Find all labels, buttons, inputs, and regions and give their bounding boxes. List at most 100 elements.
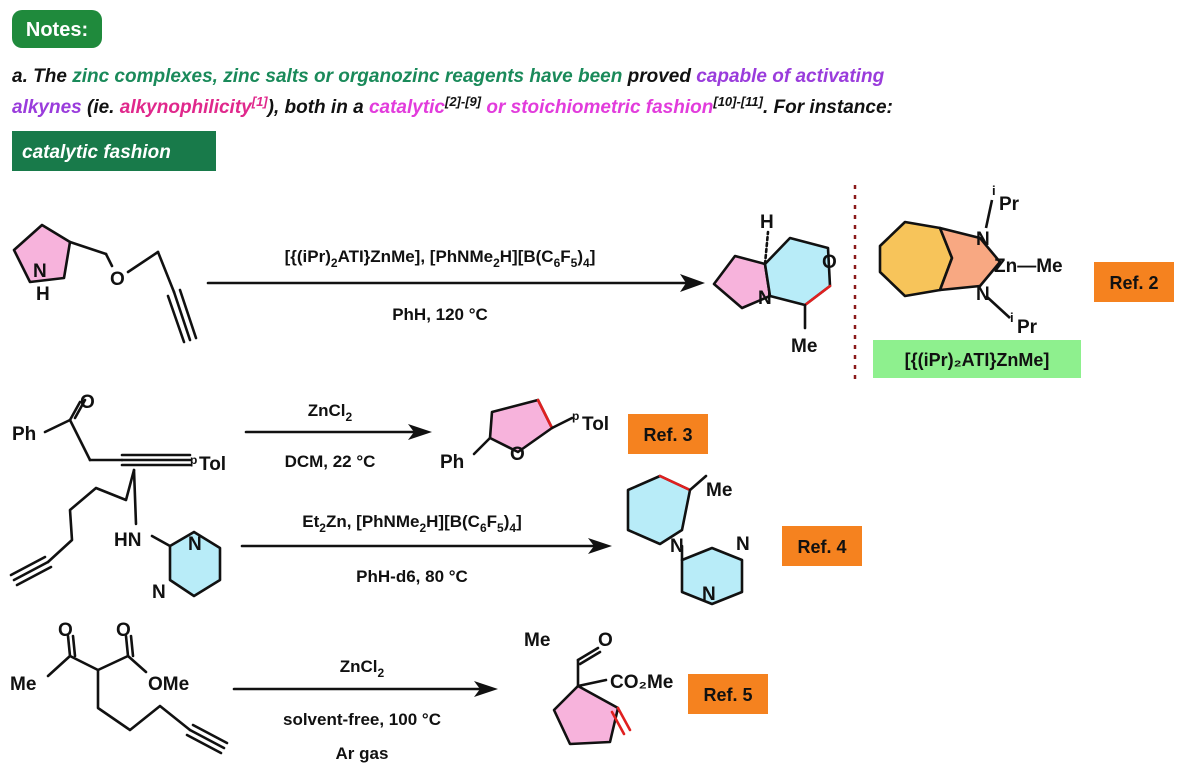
catalyst-ipr-top-bond: [984, 199, 994, 229]
sm2-o: O: [80, 392, 95, 413]
p3-me: Me: [706, 480, 732, 501]
sm4-alkyne-1: [188, 728, 226, 750]
sm3-alkyl-chain: [46, 468, 136, 564]
sm4-alkyne-2: [191, 723, 229, 745]
line1-segment: capable of activating: [696, 66, 884, 87]
p1-o: O: [822, 252, 837, 273]
r1-top-part: ): [577, 247, 583, 266]
reaction-3: [9, 468, 744, 606]
line2-segment: or stoichiometric fashion: [481, 97, 713, 118]
p4-o: O: [598, 630, 613, 651]
sm4-co-1-b: [71, 634, 77, 658]
r3-top-part: F: [487, 512, 497, 531]
line2-segment: [2]-[9]: [444, 94, 482, 109]
arrow-1-head: [680, 274, 705, 292]
ref-2-badge: [1094, 262, 1174, 302]
notes-line-2: alkynes (ie. alkynophilicity[1]), both i…: [12, 94, 893, 118]
p3-pyrimidine-ring: [680, 546, 744, 606]
r3-top-part: ]: [516, 512, 522, 531]
arrow-4-head: [474, 681, 498, 697]
sm2-ph: Ph: [12, 424, 36, 445]
sm4-me: Me: [10, 674, 36, 695]
ref-5-label: Ref. 5: [703, 685, 752, 705]
ref-5-badge: [688, 674, 768, 714]
sm1-bond-propargyl: [156, 250, 176, 294]
r3-top-part: 5: [497, 521, 504, 535]
r1-top-part: 5: [571, 256, 578, 270]
p2-furan-ring: [488, 398, 554, 454]
reaction-4: [46, 634, 632, 755]
sm3-alkyne-1: [12, 560, 50, 582]
p2-p: p: [572, 409, 579, 423]
sm3-pyrimidine-ring: [168, 530, 222, 598]
catalyst-chelate-ring: [938, 226, 1002, 292]
sm1-alkyne-1: [172, 290, 192, 342]
p1-pyrrolidine-ring: [712, 254, 772, 310]
sm2-tol: Tol: [199, 454, 226, 475]
sm4-chain: [96, 668, 192, 732]
sm4-ome: OMe: [148, 674, 189, 695]
catalyst-structure: [878, 199, 1011, 319]
sm4-co-1-a: [66, 634, 72, 658]
r3-top-part: ): [504, 512, 510, 531]
arrow-3-head: [588, 538, 612, 554]
sm3-hn: HN: [114, 530, 141, 551]
ref-4-badge: [782, 526, 862, 566]
sm3-bond-to-n: [132, 468, 138, 526]
sm4-co-2-a: [124, 634, 130, 658]
p4-exo-methylene-1: [616, 706, 632, 732]
ref-3-badge: [628, 414, 708, 454]
catalyst-ipr-bottom-bond: [985, 295, 1011, 319]
notes-line-1: a. The zinc complexes, zinc salts or org…: [12, 66, 885, 87]
sm3-n-to-ring: [150, 534, 172, 548]
p3-n: N: [670, 536, 684, 557]
r3-top-part: 6: [480, 521, 487, 535]
sm4-o-2: O: [116, 620, 131, 641]
sm2-bond-ch2: [68, 418, 92, 462]
catalyst-i-bottom: i: [1010, 310, 1014, 325]
sm2-co-bond-1: [68, 400, 82, 422]
sm1-o: O: [110, 269, 125, 290]
ref-4-label: Ref. 4: [797, 537, 846, 557]
line2-segment: ), both in a: [266, 97, 369, 118]
reaction-4-conditions: solvent-free, 100 °C: [283, 710, 441, 729]
p4-me: Me: [524, 630, 550, 651]
p2-ptol-bond: [550, 416, 574, 430]
r1-top-part: F: [560, 247, 570, 266]
catalyst-label-bg: [873, 340, 1081, 378]
reaction-2: [43, 398, 574, 467]
sm3-alkyne-2: [9, 555, 47, 577]
p2-ph: Ph: [440, 452, 464, 473]
line2-segment: alkynophilicity: [120, 97, 253, 118]
p3-n-2: N: [736, 534, 750, 555]
p4-co-a: [576, 646, 600, 662]
p1-n: N: [758, 288, 772, 309]
notes-badge-label: Notes:: [26, 19, 88, 41]
catalyst-label: [{(iPr)₂ATI}ZnMe]: [905, 350, 1050, 370]
r1-top-part: 2: [493, 256, 500, 270]
sm4-backbone: [68, 654, 148, 674]
sm1-bond-ch2: [68, 240, 108, 256]
p3-n-3: N: [702, 584, 716, 605]
p4-co2me: CO₂Me: [610, 672, 673, 693]
r2-top-part: ZnCl: [308, 401, 346, 420]
reaction-2-conditions: DCM, 22 °C: [285, 452, 376, 471]
reaction-1-conditions: PhH, 120 °C: [392, 305, 488, 324]
p4-exo-methylene-2: [610, 710, 626, 736]
catalyst-i-top: i: [992, 183, 996, 198]
p1-red-bond: [803, 284, 832, 307]
r1-top-part: H][B(C: [500, 247, 554, 266]
catalyst-n-bottom: N: [976, 284, 990, 305]
sm3-alkyne-3: [15, 565, 53, 587]
line2-segment: catalytic: [369, 97, 445, 118]
line2-segment: (ie.: [82, 97, 120, 118]
notes-badge: [12, 10, 102, 48]
sm1-alkyne-2: [166, 294, 186, 344]
sm4-o-1: O: [58, 620, 73, 641]
p4-co-b: [578, 650, 602, 666]
sm4-bond-me: [46, 654, 72, 678]
r2-top-part: 2: [346, 410, 353, 424]
sm1-alkyne-3: [178, 288, 198, 340]
r3-top-part: 2: [319, 521, 326, 535]
